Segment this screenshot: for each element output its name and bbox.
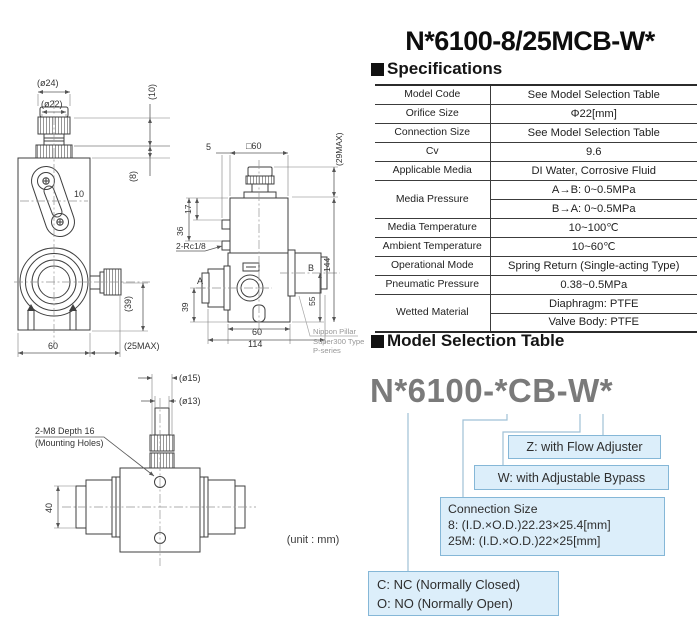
heading-square-icon xyxy=(371,334,384,348)
spec-value: 10~100℃ xyxy=(490,218,697,238)
spec-label: Operational Mode xyxy=(375,256,491,276)
specifications-heading: Specifications xyxy=(371,59,502,79)
table-row: Model Code See Model Selection Table xyxy=(375,85,697,105)
spec-value: 10~60℃ xyxy=(490,237,697,257)
dim-label: 39 xyxy=(180,302,190,312)
mode-o-label: O: NO (Normally Open) xyxy=(377,595,513,611)
dim-label: (ø13) xyxy=(179,396,201,406)
page-title: N*6100-8/25MCB-W* xyxy=(405,26,655,56)
option-z-label: Z: with Flow Adjuster xyxy=(526,440,643,454)
spec-value: B→A: 0~0.5MPa xyxy=(490,199,697,219)
dim-label: 60 xyxy=(252,327,262,337)
connection-size-title: Connection Size xyxy=(448,502,538,516)
dim-label: (ø22) xyxy=(41,99,63,109)
spec-label: Pneumatic Pressure xyxy=(375,275,491,295)
dim-label: 17 xyxy=(183,204,193,214)
option-box-adjustable-bypass: W: with Adjustable Bypass xyxy=(474,465,669,490)
connection-size-8: 8: (I.D.×O.D.)22.23×25.4[mm] xyxy=(448,517,611,532)
dim-label: 114 xyxy=(248,339,262,349)
table-row: Connection Size See Model Selection Tabl… xyxy=(375,123,697,143)
spec-label: Cv xyxy=(375,142,491,162)
model-code: N*6100-*CB-W* xyxy=(370,372,614,409)
top-view-drawing: (ø15) (ø13) 2-M8 Depth 16 (Mounting Hole… xyxy=(35,373,256,566)
spec-value: Valve Body: PTFE xyxy=(490,313,697,333)
spec-label: Connection Size xyxy=(375,123,491,143)
spec-label: Model Code xyxy=(375,85,491,105)
option-w-label: W: with Adjustable Bypass xyxy=(497,470,646,485)
spec-value: See Model Selection Table xyxy=(490,85,697,105)
maker-note: Super300 Type xyxy=(313,337,364,346)
table-row: Wetted Material Diaphragm: PTFE xyxy=(375,294,697,333)
dim-label: 2-Rc1/8 xyxy=(176,241,206,251)
spring-pins xyxy=(27,304,77,331)
table-row: Orifice Size Φ22[mm] xyxy=(375,104,697,124)
spec-label: Media Temperature xyxy=(375,218,491,238)
heading-square-icon xyxy=(371,62,384,76)
dim-label: □60 xyxy=(246,141,261,151)
spec-label: Applicable Media xyxy=(375,161,491,181)
table-row: Media Temperature 10~100℃ xyxy=(375,218,697,238)
dim-label: 5 xyxy=(206,142,211,152)
connection-size-25m: 25M: (I.D.×O.D.)22×25[mm] xyxy=(448,533,601,548)
dim-label: (ø15) xyxy=(179,373,201,383)
dim-label: 144 xyxy=(322,258,332,272)
unit-note: (unit : mm) xyxy=(286,534,340,546)
spec-label: Wetted Material xyxy=(375,294,491,333)
dim-label: (8) xyxy=(128,171,138,182)
mounting-holes-note: (Mounting Holes) xyxy=(35,438,104,448)
spec-value: Spring Return (Single-acting Type) xyxy=(490,256,697,276)
mounting-holes-note: 2-M8 Depth 16 xyxy=(35,426,95,436)
dim-label: 40 xyxy=(44,503,54,513)
dim-label: (ø24) xyxy=(37,78,59,88)
model-connector-lines xyxy=(407,413,604,571)
spec-label: Orifice Size xyxy=(375,104,491,124)
dim-label: (10) xyxy=(147,84,157,100)
spec-value: 9.6 xyxy=(490,142,697,162)
port-a-label: A xyxy=(197,276,203,286)
spec-value: Φ22[mm] xyxy=(490,104,697,124)
model-selection-heading-label: Model Selection Table xyxy=(387,331,565,350)
specifications-heading-label: Specifications xyxy=(387,59,503,78)
spec-value: A→B: 0~0.5MPa xyxy=(490,180,697,200)
table-row: Media Pressure A→B: 0~0.5MPa xyxy=(375,180,697,219)
table-row: Ambient Temperature 10~60℃ xyxy=(375,237,697,257)
table-row: Operational Mode Spring Return (Single-a… xyxy=(375,256,697,276)
dim-label: 10 xyxy=(74,189,84,199)
option-box-connection-size: Connection Size 8: (I.D.×O.D.)22.23×25.4… xyxy=(440,497,665,556)
dim-label: 60 xyxy=(48,341,58,351)
dim-label: 36 xyxy=(175,226,185,236)
table-row: Valve Body: PTFE xyxy=(375,313,697,333)
table-row: Pneumatic Pressure 0.38~0.5MPa xyxy=(375,275,697,295)
dim-label: (39) xyxy=(123,296,133,312)
side-view-drawing: 5 □60 (29MAX) 17 36 2-Rc1/8 A B 39 60 11… xyxy=(175,132,364,355)
dim-label: 55 xyxy=(307,296,317,306)
maker-note: P-series xyxy=(313,346,341,355)
specifications-table: Model Code See Model Selection Table Ori… xyxy=(375,84,697,333)
model-selection-heading: Model Selection Table xyxy=(371,331,564,351)
option-box-operation-mode: C: NC (Normally Closed) O: NO (Normally … xyxy=(368,571,559,616)
spec-label: Ambient Temperature xyxy=(375,237,491,257)
spec-value: 0.38~0.5MPa xyxy=(490,275,697,295)
spec-value: DI Water, Corrosive Fluid xyxy=(490,161,697,181)
dim-label: (29MAX) xyxy=(334,132,344,166)
option-box-flow-adjuster: Z: with Flow Adjuster xyxy=(508,435,661,459)
spec-value: Diaphragm: PTFE xyxy=(490,294,697,314)
dim-label: (25MAX) xyxy=(124,341,160,351)
front-view-drawing: (ø24) (ø22) (10) (8) 10 (39) 60 (25MAX) xyxy=(14,78,170,357)
spec-label: Media Pressure xyxy=(375,180,491,219)
mode-c-label: C: NC (Normally Closed) xyxy=(377,577,521,592)
port-b-label: B xyxy=(308,263,314,273)
table-row: Cv 9.6 xyxy=(375,142,697,162)
table-row: B→A: 0~0.5MPa xyxy=(375,199,697,219)
table-row: Applicable Media DI Water, Corrosive Flu… xyxy=(375,161,697,181)
spec-value: See Model Selection Table xyxy=(490,123,697,143)
maker-note: Nippon Pillar xyxy=(313,327,357,336)
